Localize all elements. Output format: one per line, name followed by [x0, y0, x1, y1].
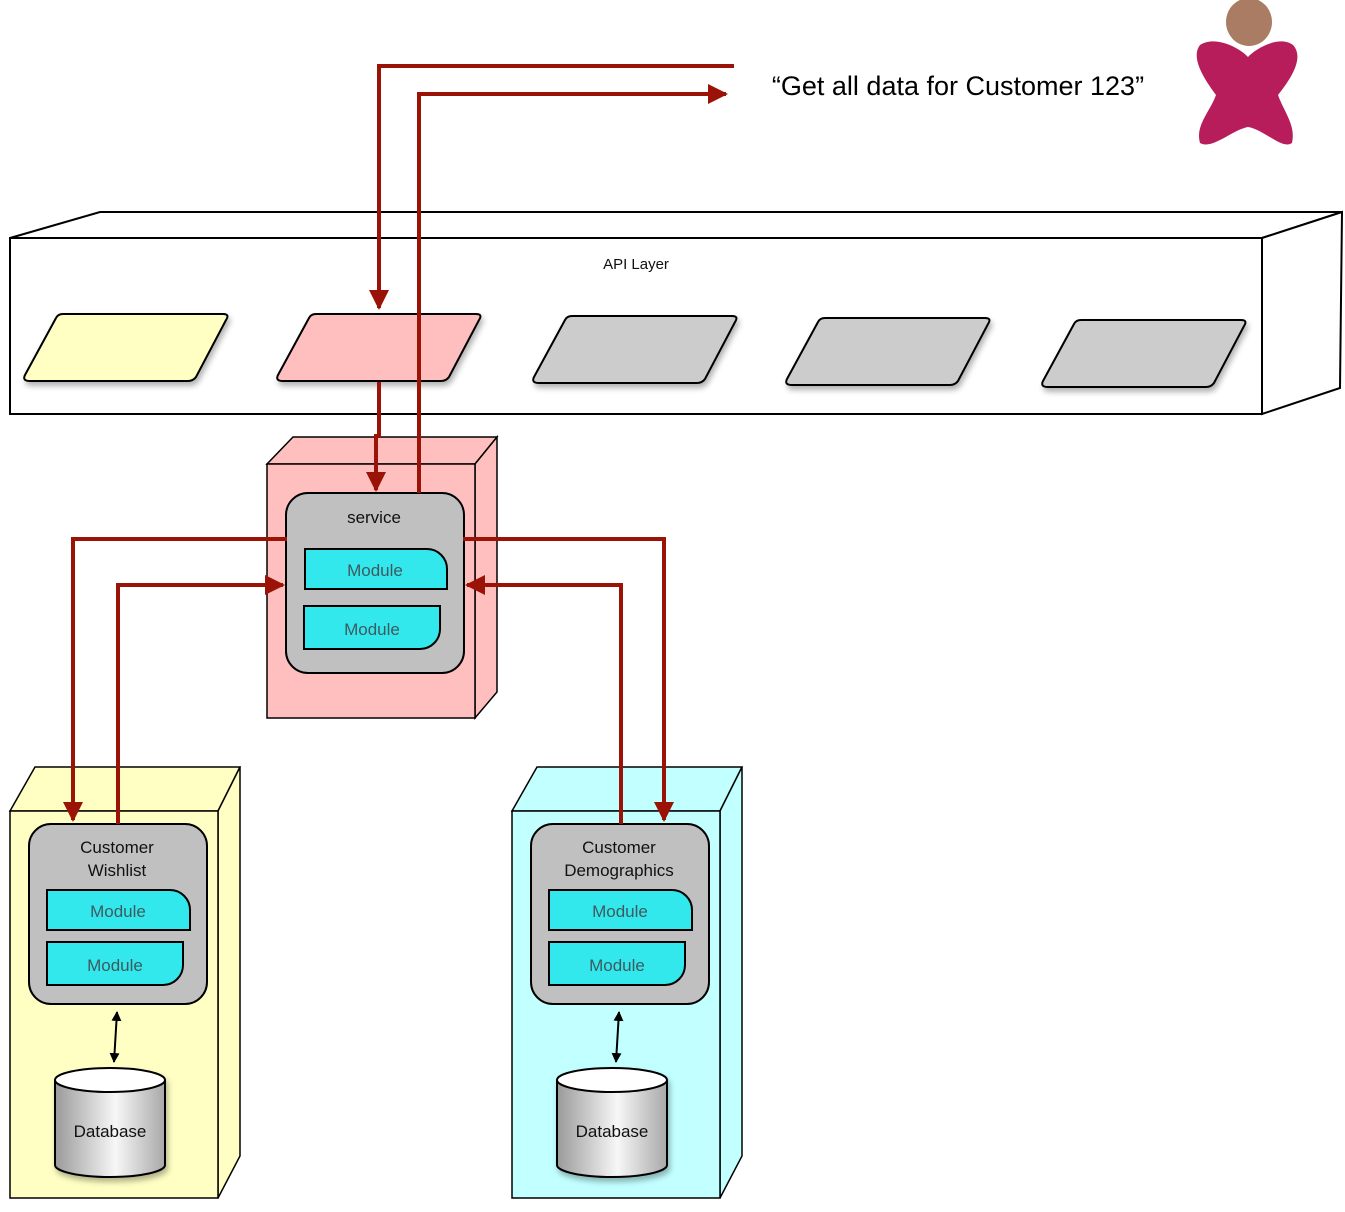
endpoint-4 — [785, 317, 991, 386]
wishlist-node-top-face — [8, 766, 242, 812]
demographics-module-2 — [548, 941, 686, 986]
api-endpoints — [23, 313, 1247, 388]
endpoint-5 — [1041, 319, 1247, 388]
wishlist-label-line1: Customer — [80, 838, 154, 857]
demographics-node-top-face — [510, 766, 744, 812]
service-to-wishlist-arrow — [63, 537, 287, 822]
wishlist-module-2-label: Module — [87, 956, 143, 975]
wishlist-module-2 — [46, 941, 184, 986]
user-head — [1226, 0, 1272, 46]
wishlist-database — [54, 1067, 166, 1178]
service-module-2 — [303, 605, 441, 650]
demographics-to-service-arrow — [465, 575, 623, 824]
demographics-database-label: Database — [576, 1122, 649, 1141]
service-module-1-label: Module — [347, 561, 403, 580]
service-module-2-label: Module — [344, 620, 400, 639]
demographics-db-link-arrow — [611, 1011, 624, 1063]
demographics-module-1 — [548, 889, 693, 931]
demographics-node: Customer Demographics Module Module Data… — [510, 766, 744, 1199]
service-node-side-face — [474, 434, 498, 721]
service-to-demographics-arrow — [463, 537, 674, 822]
wishlist-module-1-label: Module — [90, 902, 146, 921]
service-node: service Module Module — [265, 434, 499, 721]
api-layer-label: API Layer — [603, 256, 669, 273]
user-body — [1196, 41, 1298, 145]
wishlist-database-label: Database — [74, 1122, 147, 1141]
wishlist-label-line2: Wishlist — [88, 861, 147, 880]
response-arrow — [417, 84, 728, 493]
service-label: service — [347, 508, 401, 527]
service-module-1 — [304, 548, 448, 590]
wishlist-db-link-arrow — [109, 1011, 122, 1063]
endpoint-1 — [23, 313, 229, 382]
endpoint-3 — [532, 315, 738, 384]
endpoint-2 — [276, 313, 482, 382]
service-node-top-face — [265, 436, 499, 465]
wishlist-node-side-face — [217, 766, 241, 1199]
demographics-module-1-label: Module — [592, 902, 648, 921]
wishlist-module-1 — [46, 889, 191, 931]
api-layer-side-face — [1261, 210, 1344, 416]
request-text: “Get all data for Customer 123” — [772, 71, 1144, 101]
demographics-module-2-label: Module — [589, 956, 645, 975]
demographics-label-line1: Customer — [582, 838, 656, 857]
demographics-node-side-face — [719, 766, 743, 1199]
demographics-database — [556, 1067, 668, 1178]
request-arrow — [369, 64, 734, 310]
demographics-label-line2: Demographics — [564, 861, 674, 880]
user-icon — [1196, 0, 1298, 145]
wishlist-node: Customer Wishlist Module Module Database — [8, 766, 242, 1199]
wishlist-to-service-arrow — [116, 575, 285, 824]
flow-arrows — [63, 64, 734, 824]
api-layer-top-face — [9, 211, 1343, 239]
endpoint-to-service-arrow — [366, 382, 386, 492]
